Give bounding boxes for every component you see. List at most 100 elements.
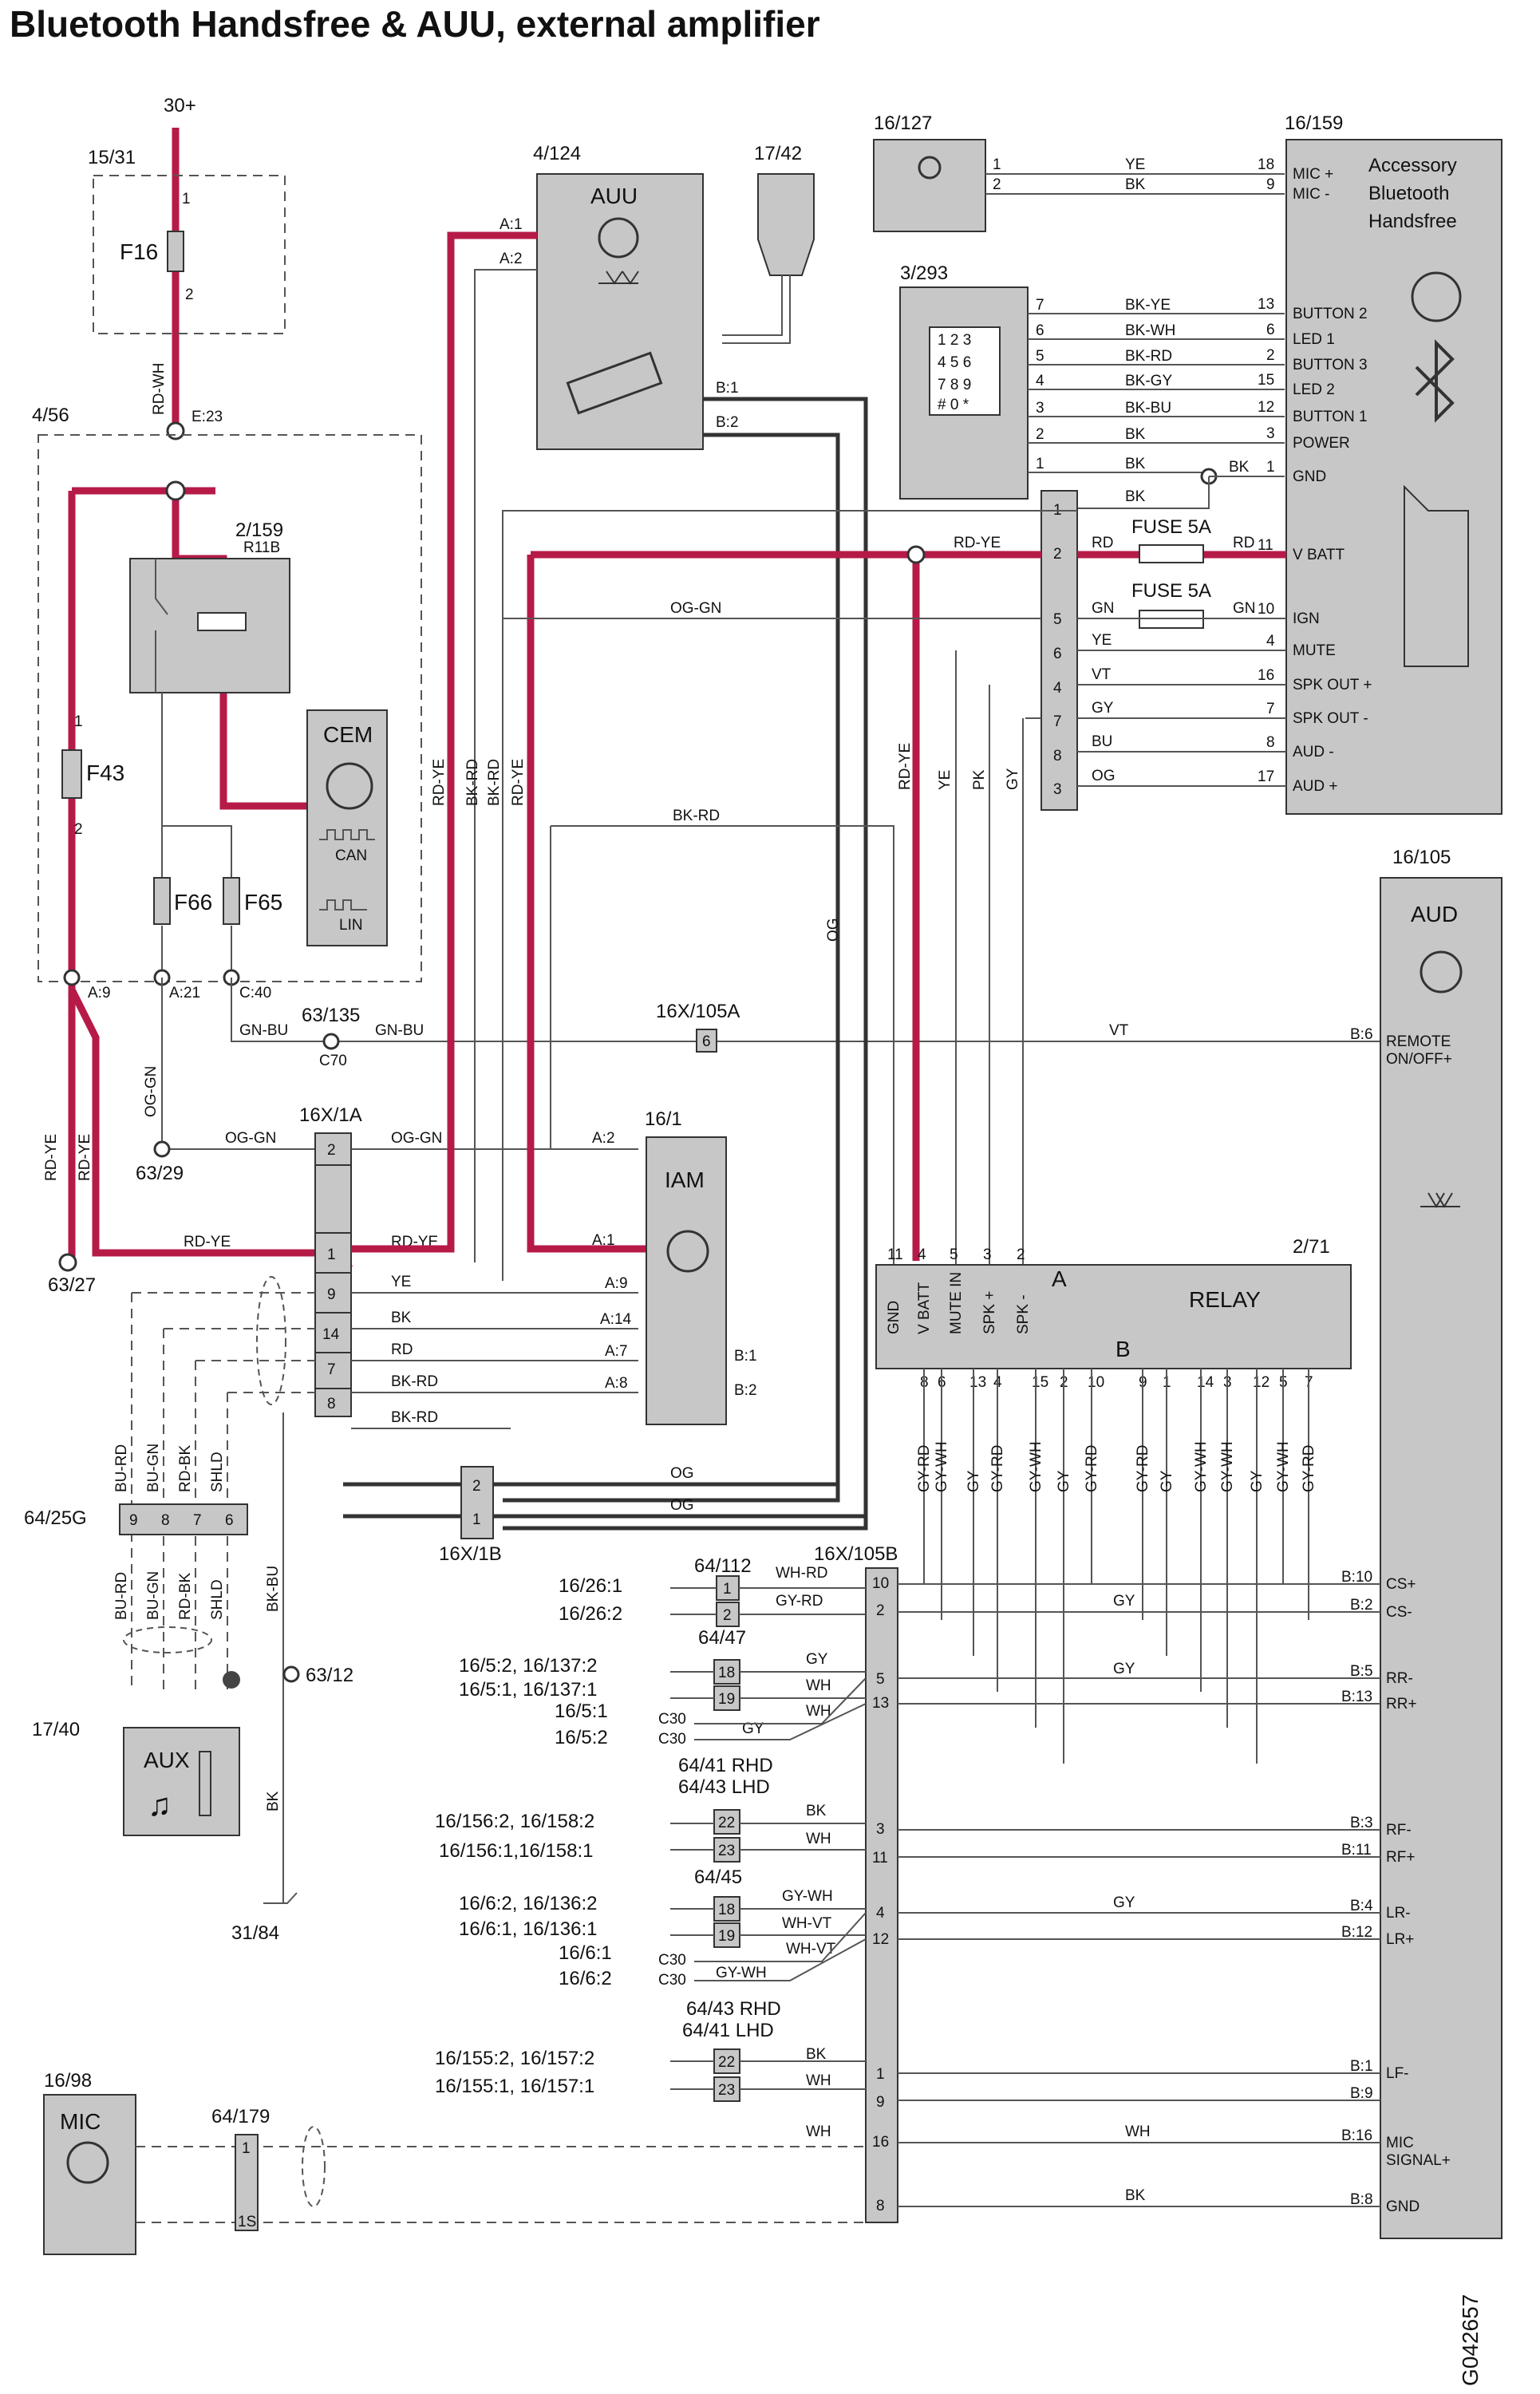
svg-text:14: 14 <box>322 1326 340 1343</box>
handsfree-pin-number: 2 <box>1266 347 1275 364</box>
svg-text:5: 5 <box>876 1671 885 1688</box>
wire-bk-mic: BK <box>1125 176 1146 193</box>
wires-to-relay <box>955 650 1041 1265</box>
mic-module <box>43 2094 136 2255</box>
wire-pk-relay: PK <box>971 769 988 790</box>
pin-label: B:2 <box>716 414 739 431</box>
relay2-top-label: V BATT <box>916 1282 933 1334</box>
fuse-f43 <box>61 749 82 799</box>
svg-text:22: 22 <box>718 2054 735 2071</box>
svg-text:2: 2 <box>1036 426 1044 443</box>
relay2-side-a: A <box>1052 1266 1067 1291</box>
aud-pin-number: B:9 <box>1350 2085 1373 2102</box>
relay2-bottom-wire-label: GY <box>1056 1470 1072 1492</box>
svg-text:9: 9 <box>327 1286 336 1303</box>
svg-text:9: 9 <box>876 2094 885 2111</box>
svg-text:2: 2 <box>1053 546 1062 563</box>
aud-pin-number: B:5 <box>1350 1663 1373 1680</box>
junction-e23 <box>166 421 185 440</box>
wire-rd-ye-3: RD-YE <box>184 1234 231 1250</box>
svg-text:16/5:2: 16/5:2 <box>555 1727 608 1748</box>
svg-text:2: 2 <box>327 1142 336 1159</box>
svg-text:3: 3 <box>1053 781 1062 798</box>
aud-module <box>1380 877 1502 2239</box>
fuse-f66-label: F66 <box>174 890 212 915</box>
svg-text:GY: GY <box>806 1651 828 1668</box>
fuse-f16 <box>167 231 184 272</box>
wire-shld-2: SHLD <box>209 1579 226 1620</box>
svg-text:3: 3 <box>876 1821 885 1838</box>
pin-label: 9 <box>129 1512 138 1529</box>
wire-rd-ye-auu-2: RD-YE <box>510 759 527 806</box>
aud-pin-number: B:11 <box>1341 1842 1372 1859</box>
conn-16x1a-wires <box>351 1148 638 1429</box>
handsfree-pin-label: SPK OUT - <box>1293 710 1368 727</box>
handsfree-pin-number: 8 <box>1266 734 1275 751</box>
svg-text:WH: WH <box>806 1831 831 1847</box>
keypad-id: 3/293 <box>900 263 948 284</box>
page-title: Bluetooth Handsfree & AUU, external ampl… <box>10 3 820 45</box>
aud-pin-number: B:13 <box>1341 1689 1372 1705</box>
svg-text:18: 18 <box>718 1902 735 1918</box>
svg-text:A:2: A:2 <box>592 1130 615 1147</box>
transistor-icon <box>598 217 639 259</box>
svg-text:# 0 *: # 0 * <box>938 397 969 413</box>
svg-text:16/6:2: 16/6:2 <box>559 1968 612 1989</box>
svg-text:2: 2 <box>876 1602 885 1619</box>
aud-pin-label: SIGNAL+ <box>1386 2152 1451 2169</box>
ground-31-84-label: 31/84 <box>231 1922 279 1944</box>
svg-text:A:14: A:14 <box>600 1311 632 1328</box>
wire-rd-vbatt: RD <box>1092 535 1113 551</box>
handsfree-pin-number: 7 <box>1266 701 1275 717</box>
wire-bk-gnd-3: BK <box>1229 459 1250 476</box>
fuse-f43-label: F43 <box>86 760 124 785</box>
svg-text:GY-WH: GY-WH <box>716 1965 767 1981</box>
mic-label: MIC <box>60 2109 101 2134</box>
shield-loop-aux-icon <box>123 1626 212 1653</box>
svg-text:4 5 6: 4 5 6 <box>938 354 971 371</box>
iam-pins: A:2A:1 A:9A:14 A:7A:8 B:1B:2 <box>592 1130 757 1399</box>
wire-ye-iam: YE <box>391 1274 411 1290</box>
relay2-top-pin: 5 <box>950 1246 958 1263</box>
svg-text:A:9: A:9 <box>605 1275 628 1292</box>
svg-text:22: 22 <box>718 1815 735 1831</box>
aud-pin-label: CS- <box>1386 1604 1412 1621</box>
fuse-f16-label: F16 <box>120 239 158 264</box>
svg-text:6: 6 <box>1053 646 1062 662</box>
handsfree-pin-number: 10 <box>1258 601 1274 618</box>
svg-text:7: 7 <box>1036 297 1044 314</box>
antenna-module <box>757 173 815 276</box>
ref-r1: 16/26:1 <box>559 1575 622 1597</box>
handsfree-pin-number: 3 <box>1266 425 1275 442</box>
wire-rd-bk-2: RD-BK <box>177 1573 194 1620</box>
aud-pin-number: B:10 <box>1341 1569 1372 1586</box>
pin-label: 2 <box>74 821 83 838</box>
wire-wh-mic-2: WH <box>806 2123 831 2140</box>
relay2-bottom-wire-label: GY <box>1249 1470 1266 1492</box>
relay2-bottom-wire-label: GY-RD <box>1135 1445 1151 1492</box>
aud-pin-label: RF- <box>1386 1822 1412 1839</box>
relay2-top-pin: 11 <box>887 1246 903 1263</box>
svg-text:1: 1 <box>876 2066 885 2083</box>
svg-text:2: 2 <box>723 1607 732 1624</box>
wire-rd-vbatt-2: RD <box>1233 535 1254 551</box>
document-id: G042657 <box>1458 2294 1483 2386</box>
lin-label: LIN <box>339 917 363 934</box>
relay2-top-pin: 4 <box>918 1246 926 1263</box>
svg-text:GY: GY <box>742 1720 764 1737</box>
svg-text:10: 10 <box>872 1575 889 1592</box>
wire-rd-wh: RD-WH <box>151 363 168 415</box>
pin-label: 1 <box>242 2140 251 2157</box>
relay2-top-pin: 3 <box>983 1246 992 1263</box>
conn-16x105b-pins: 102 513 311 412 19 168 <box>872 1575 889 2214</box>
handsfree-pin-label: BUTTON 3 <box>1293 357 1368 373</box>
phone-icon <box>1404 484 1469 667</box>
keypad-icon: 1 2 3 4 5 6 7 8 9 # 0 * <box>929 326 1001 416</box>
microphone-icon <box>918 156 942 180</box>
handsfree-wires <box>502 510 1286 1281</box>
relay2-bottom-pin: 13 <box>969 1374 986 1391</box>
svg-text:GY-RD: GY-RD <box>776 1593 823 1610</box>
wire-auu-b2 <box>503 433 840 1503</box>
aux-jack-icon <box>199 1751 211 1816</box>
